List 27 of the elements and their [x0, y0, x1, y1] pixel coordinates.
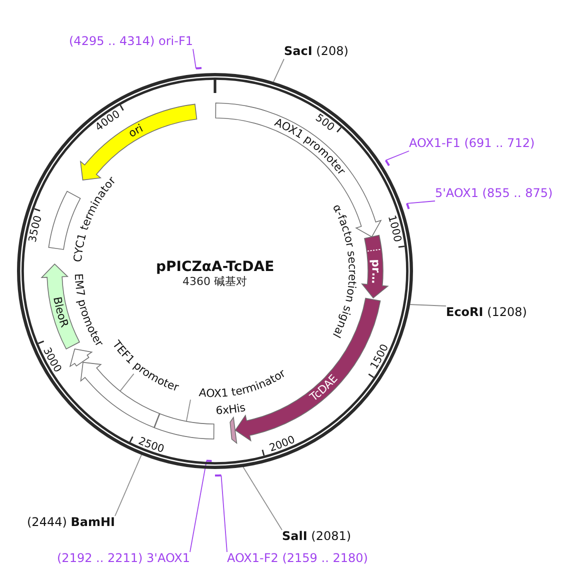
tick-label: 2500	[136, 435, 166, 456]
leader-line	[242, 466, 282, 530]
leader-line	[192, 48, 196, 69]
site-label: (2444) BamHI	[27, 516, 115, 530]
primer-mark	[196, 66, 202, 70]
site-label: SacI (208)	[284, 45, 348, 59]
site-label: EcoRI (1208)	[446, 306, 527, 320]
primer-label: 5'AOX1 (855 .. 875)	[435, 187, 553, 201]
primer-mark	[215, 474, 222, 476]
leader-line	[220, 474, 228, 552]
site-label: SalI (2081)	[282, 530, 352, 544]
leader-line	[114, 454, 142, 516]
primer-label: (2192 .. 2211) 3'AOX1	[57, 552, 190, 566]
map-title: pPICZαA-TcDAE	[156, 259, 274, 276]
primer-label: AOX1-F1 (691 .. 712)	[409, 137, 535, 151]
primer-mark	[384, 160, 390, 166]
primer-label: (4295 .. 4314) ori-F1	[69, 35, 193, 49]
leader-line	[410, 304, 446, 306]
primer-mark	[206, 460, 212, 462]
length-label: 4360 碱基对	[182, 276, 247, 288]
primer-mark	[406, 203, 410, 210]
leader-line	[385, 150, 410, 161]
leader-line	[120, 373, 134, 392]
primer-label: AOX1-F2 (2159 .. 2180)	[227, 552, 368, 566]
leader-line	[186, 399, 191, 422]
leader-line	[190, 460, 207, 552]
leader-line	[273, 58, 284, 82]
